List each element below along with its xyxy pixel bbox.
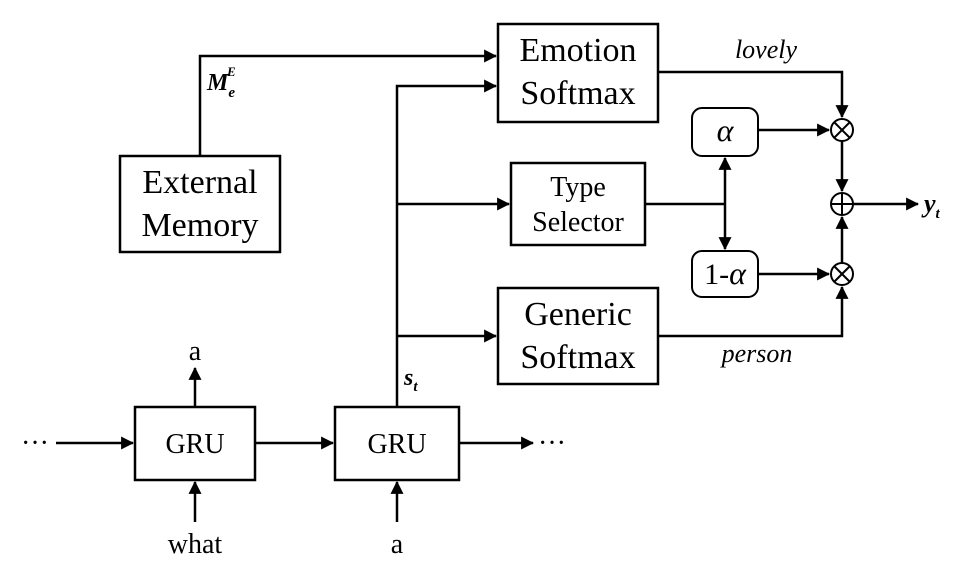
memory-label-main: M bbox=[206, 70, 230, 96]
gru1-input-label: what bbox=[168, 529, 223, 560]
alpha-weight-node: α bbox=[691, 107, 759, 157]
external-memory-label-2: Memory bbox=[141, 207, 258, 244]
emotion-softmax-label-1: Emotion bbox=[519, 32, 636, 69]
one-minus-symbol: α bbox=[729, 255, 747, 291]
state-label-main: s bbox=[403, 365, 413, 391]
gru-label-1: GRU bbox=[165, 429, 224, 460]
edges bbox=[56, 49, 920, 522]
type-selector-node: Type Selector bbox=[509, 161, 647, 247]
edge-emotion-to-multiply bbox=[658, 70, 849, 119]
state-label-sub: t bbox=[413, 379, 418, 395]
multiply-operator-top bbox=[830, 118, 854, 142]
output-label-sub: t bbox=[936, 206, 941, 222]
external-memory-label-1: External bbox=[142, 164, 257, 201]
edge-generic-to-multiply bbox=[658, 285, 849, 338]
output-label-main: y bbox=[921, 189, 936, 218]
lovely-label: lovely bbox=[735, 35, 798, 64]
gru-node-2: GRU bbox=[333, 405, 461, 482]
right-ellipsis: ··· bbox=[538, 428, 566, 459]
memory-label: MeE bbox=[206, 64, 236, 101]
generic-softmax-label-1: Generic bbox=[524, 296, 632, 333]
multiply-operator-bottom bbox=[830, 262, 854, 286]
type-selector-label-2: Selector bbox=[532, 207, 624, 238]
one-minus-alpha-weight-node: 1-α bbox=[691, 250, 759, 298]
memory-label-sup: E bbox=[226, 64, 236, 79]
one-minus-prefix: 1- bbox=[704, 258, 729, 291]
one-minus-alpha-label: 1-α bbox=[704, 255, 747, 291]
emotion-softmax-label-2: Softmax bbox=[520, 75, 635, 112]
gru-node-1: GRU bbox=[133, 405, 257, 482]
gru-label-2: GRU bbox=[367, 429, 426, 460]
generic-softmax-label-2: Softmax bbox=[520, 339, 635, 376]
edge-memory-to-emotion bbox=[198, 49, 498, 156]
type-selector-label-1: Type bbox=[550, 172, 606, 203]
person-label: person bbox=[720, 339, 793, 368]
state-label: st bbox=[403, 365, 418, 395]
memory-label-sub: e bbox=[228, 85, 235, 101]
emotion-softmax-node: Emotion Softmax bbox=[496, 22, 660, 124]
add-operator bbox=[830, 192, 854, 216]
gru2-input-label: a bbox=[391, 529, 404, 560]
generic-softmax-node: Generic Softmax bbox=[496, 286, 660, 386]
output-label: yt bbox=[921, 189, 941, 222]
edge-state-to-emotion bbox=[395, 79, 498, 407]
alpha-label: α bbox=[717, 112, 735, 148]
left-ellipsis: ··· bbox=[21, 428, 49, 459]
external-memory-node: External Memory bbox=[118, 154, 282, 254]
gru1-output-label: a bbox=[189, 336, 202, 367]
